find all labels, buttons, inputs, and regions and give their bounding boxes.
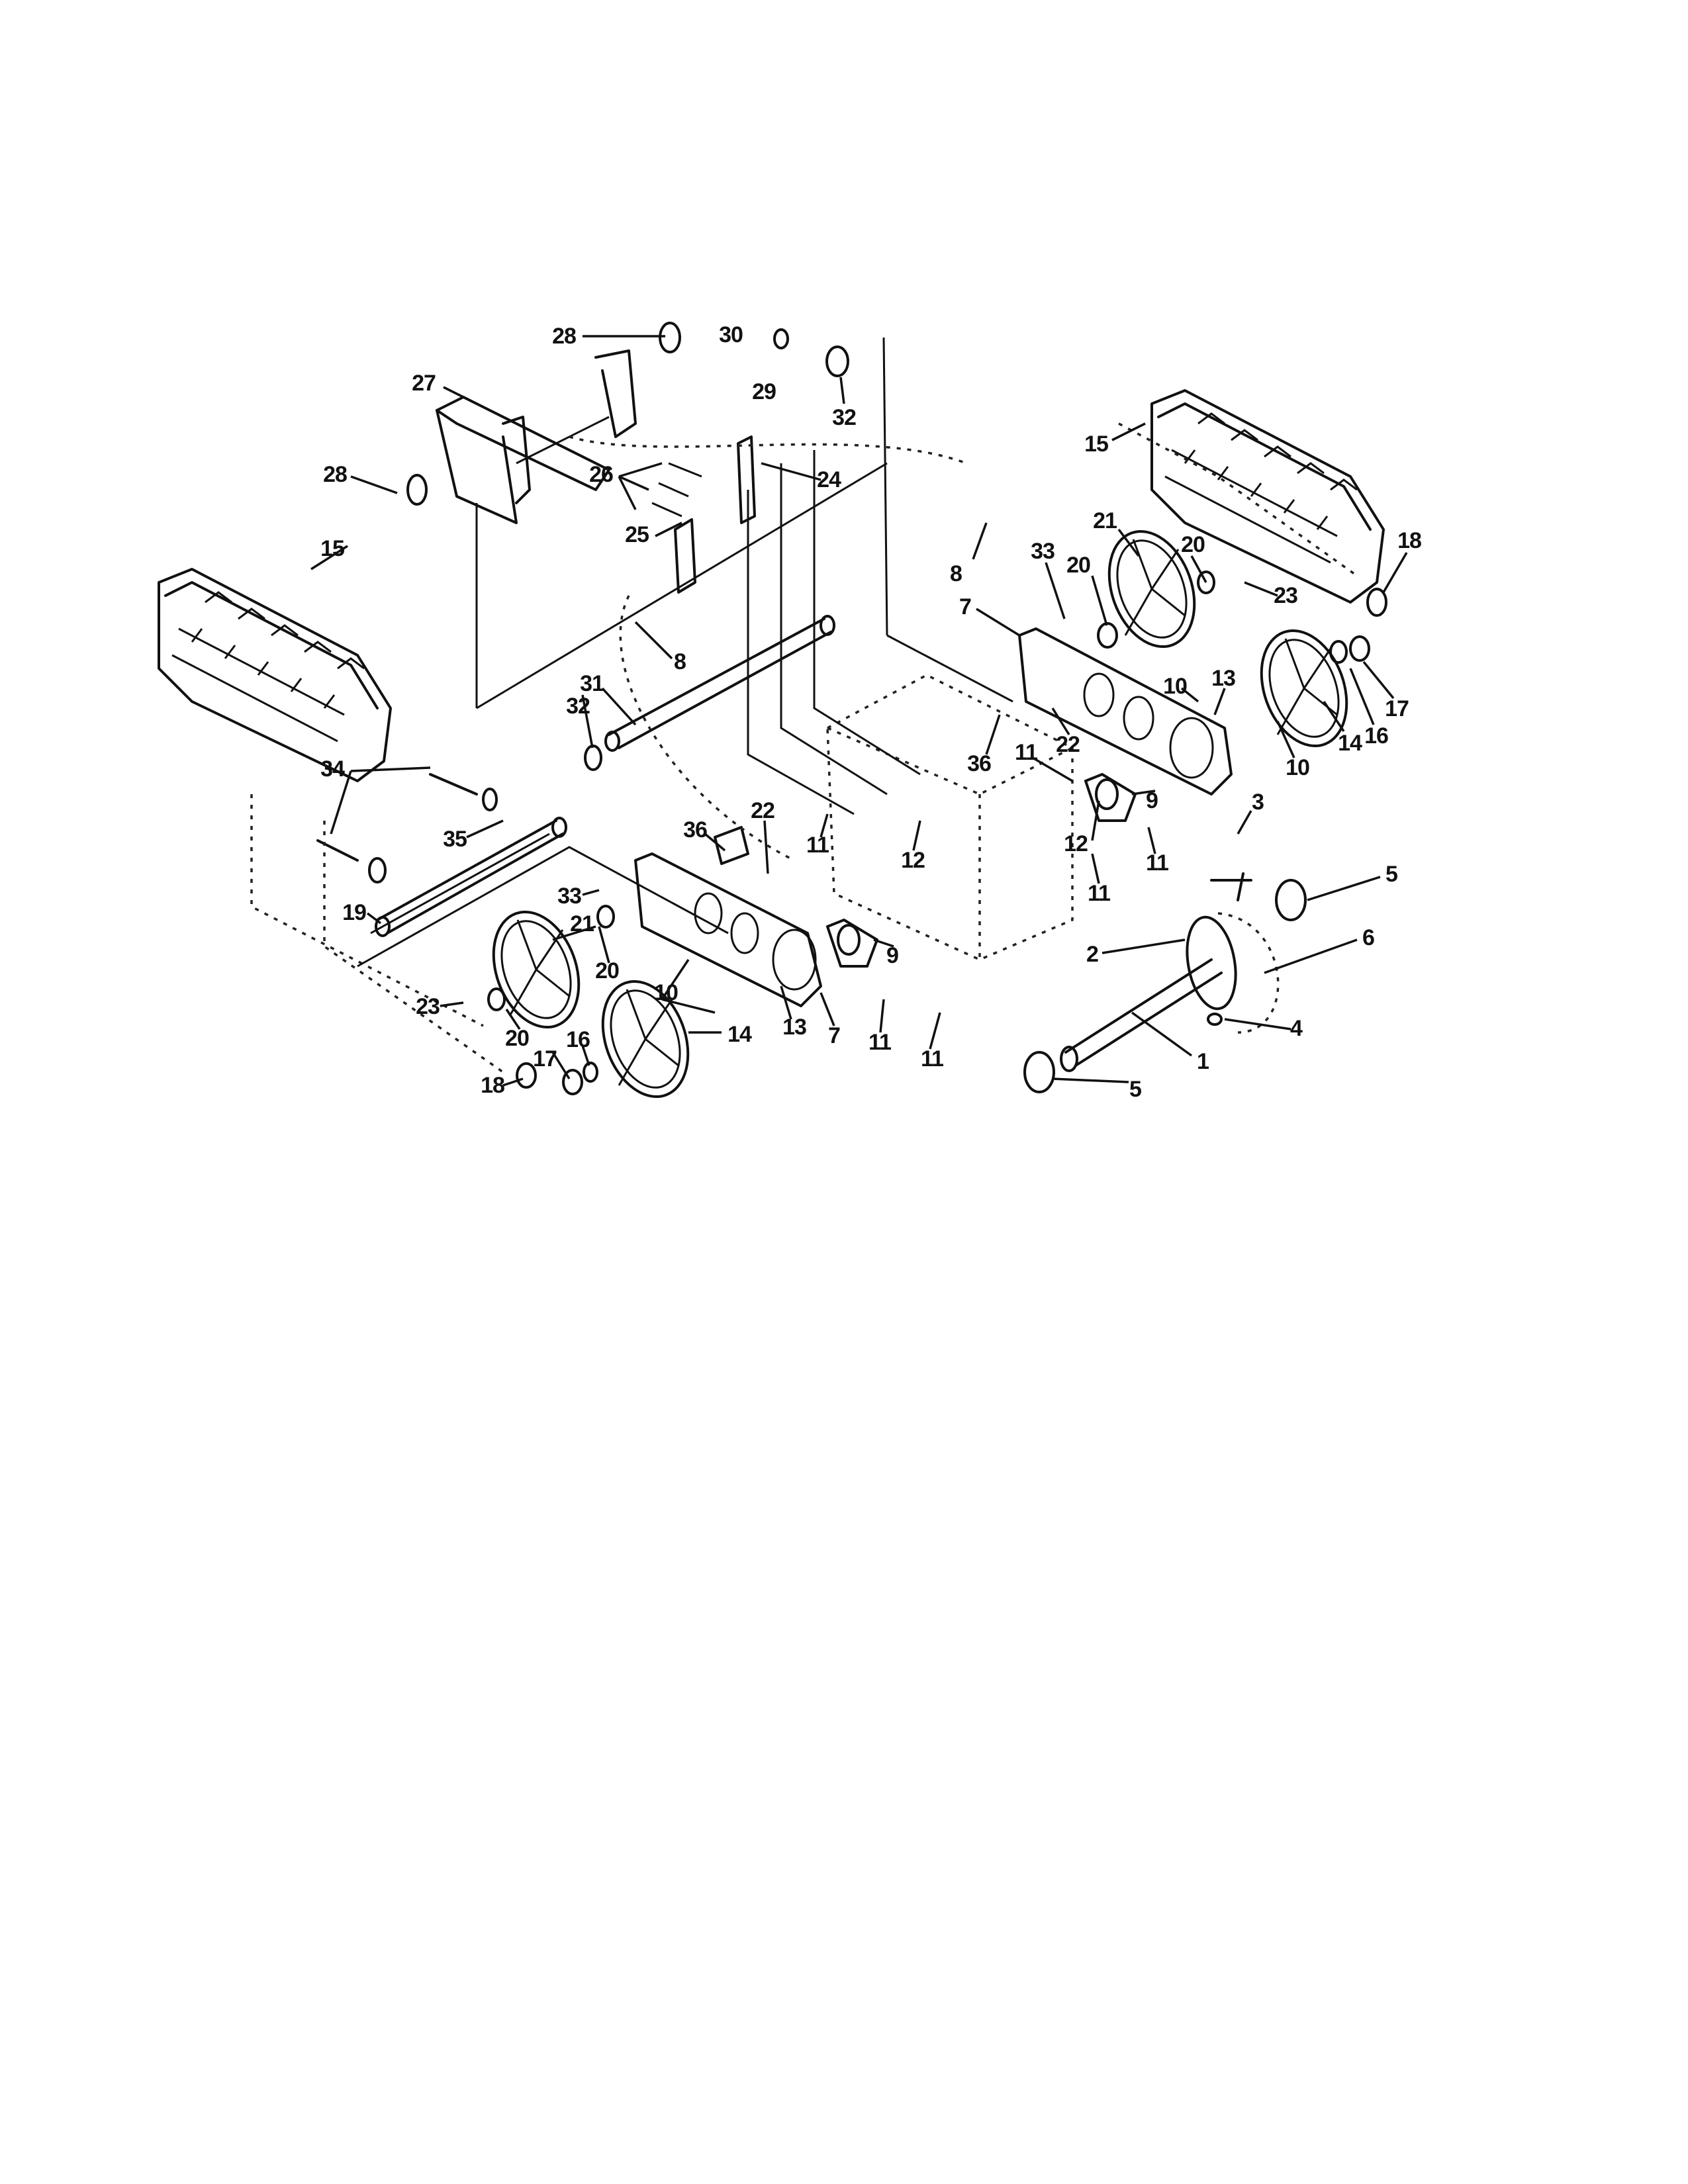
callout-label-19: 19 xyxy=(342,900,367,925)
callout-leaders xyxy=(310,335,1408,1087)
callout-label-8: 8 xyxy=(950,561,962,586)
callout-label-22: 22 xyxy=(751,798,775,823)
right-track-icon xyxy=(1150,389,1385,604)
callout-label-34: 34 xyxy=(320,756,345,782)
callout-label-11: 11 xyxy=(1088,881,1111,906)
callout-label-1: 1 xyxy=(1197,1049,1209,1074)
callout-label-13: 13 xyxy=(1211,666,1236,691)
callout-label-32: 32 xyxy=(832,405,857,430)
callout-label-33: 33 xyxy=(1031,539,1055,564)
callout-label-36: 36 xyxy=(683,817,708,842)
callout-label-7: 7 xyxy=(959,594,972,619)
callout-label-3: 3 xyxy=(1252,790,1264,815)
callout-label-21: 21 xyxy=(1093,508,1117,533)
alignment-lines xyxy=(250,422,1358,1073)
callout-label-28: 28 xyxy=(552,324,577,349)
callout-label-20: 20 xyxy=(505,1026,530,1051)
callout-label-29: 29 xyxy=(752,379,776,404)
wheels-icon xyxy=(492,529,1348,1099)
callout-label-14: 14 xyxy=(1338,731,1362,756)
bearing-housings-icon xyxy=(826,773,1137,968)
callout-label-11: 11 xyxy=(868,1030,892,1055)
callout-label-4: 4 xyxy=(1290,1016,1303,1041)
washers-icon xyxy=(487,570,1387,1095)
callout-label-12: 12 xyxy=(901,848,925,873)
callout-label-20: 20 xyxy=(1066,553,1091,578)
callout-label-10: 10 xyxy=(654,980,679,1005)
callout-label-5: 5 xyxy=(1129,1077,1142,1102)
callout-label-17: 17 xyxy=(533,1046,557,1071)
callout-label-28: 28 xyxy=(323,462,348,487)
callout-label-5: 5 xyxy=(1385,862,1398,887)
callout-label-11: 11 xyxy=(1015,740,1038,765)
callout-label-18: 18 xyxy=(481,1073,505,1098)
callout-label-10: 10 xyxy=(1286,755,1310,780)
callout-label-18: 18 xyxy=(1397,528,1422,553)
callout-label-23: 23 xyxy=(1274,583,1298,608)
drive-axle-sprocket-icon xyxy=(1023,872,1307,1093)
callout-label-27: 27 xyxy=(412,371,436,396)
callout-label-13: 13 xyxy=(782,1015,807,1040)
left-side-plate-icon xyxy=(634,826,822,1007)
callout-label-21: 21 xyxy=(570,911,594,936)
hitch-bracket-icon xyxy=(406,322,681,524)
callout-label-10: 10 xyxy=(1163,674,1188,699)
callout-label-9: 9 xyxy=(1146,788,1158,813)
mounting-brackets-icon xyxy=(651,328,849,594)
callout-label-8: 8 xyxy=(674,649,686,674)
left-track-icon xyxy=(158,568,392,782)
callout-label-11: 11 xyxy=(1146,850,1169,876)
callout-label-23: 23 xyxy=(416,994,440,1019)
callout-label-31: 31 xyxy=(580,671,604,696)
right-side-plate-icon xyxy=(1018,627,1233,796)
callout-label-26: 26 xyxy=(589,462,614,487)
callout-label-16: 16 xyxy=(566,1027,590,1052)
callout-label-33: 33 xyxy=(557,884,582,909)
callout-label-14: 14 xyxy=(727,1022,752,1047)
callout-label-32: 32 xyxy=(566,694,590,719)
callout-label-30: 30 xyxy=(719,322,743,347)
callout-label-6: 6 xyxy=(1362,925,1375,950)
leader-frames xyxy=(357,337,1013,968)
callout-label-20: 20 xyxy=(595,958,620,983)
callout-label-22: 22 xyxy=(1056,732,1080,757)
callout-label-25: 25 xyxy=(625,522,649,547)
callout-label-11: 11 xyxy=(806,833,829,858)
callout-label-15: 15 xyxy=(320,536,345,561)
callout-label-11: 11 xyxy=(921,1046,944,1071)
callout-label-15: 15 xyxy=(1084,432,1109,457)
cross-shafts-icon xyxy=(375,615,835,937)
callout-label-17: 17 xyxy=(1385,696,1409,721)
callout-label-9: 9 xyxy=(886,943,899,968)
callout-label-36: 36 xyxy=(967,751,992,776)
transmission-housing-icon xyxy=(826,674,1074,961)
callout-label-2: 2 xyxy=(1086,942,1099,967)
callout-label-20: 20 xyxy=(1181,532,1205,557)
callout-label-24: 24 xyxy=(817,467,841,492)
callout-label-7: 7 xyxy=(828,1023,841,1048)
callout-label-16: 16 xyxy=(1364,723,1389,749)
callout-label-35: 35 xyxy=(443,827,467,852)
callout-label-12: 12 xyxy=(1064,831,1088,856)
